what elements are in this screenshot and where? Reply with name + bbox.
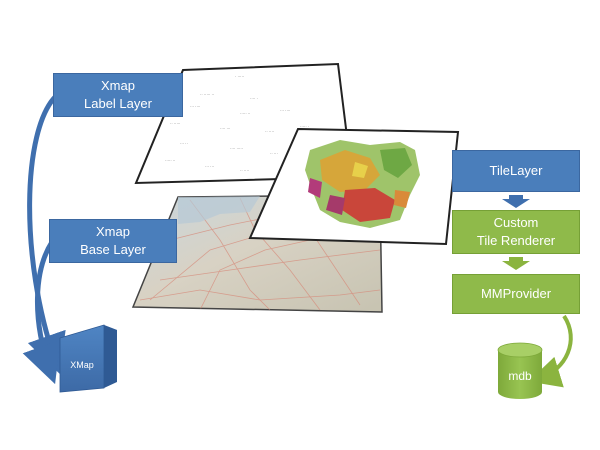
svg-text:·· ···: ·· ···	[270, 151, 278, 156]
custom-tile-renderer-box: Custom Tile Renderer	[452, 210, 580, 254]
renderer-line1: Custom	[493, 215, 539, 230]
mdb-cylinder: mdb	[497, 342, 543, 399]
cylinder-label: mdb	[508, 369, 532, 383]
mmprovider-label: MMProvider	[480, 286, 552, 301]
svg-text:··· ··: ··· ··	[180, 141, 188, 146]
svg-text:···· ·····: ···· ·····	[230, 146, 243, 151]
xmap-label-layer-box: Xmap Label Layer	[53, 73, 183, 117]
arrow-renderer-to-mmprovider	[502, 257, 530, 270]
svg-text:·· ·····: ·· ·····	[170, 121, 180, 126]
blue-connector-arrows	[22, 94, 66, 385]
xmap-label-layer-line1: Xmap	[101, 78, 135, 93]
xmap-label-layer-line2: Label Layer	[84, 96, 152, 111]
svg-text:·· ····: ·· ····	[265, 129, 274, 134]
arrow-tilelayer-to-renderer	[502, 195, 530, 208]
arrow-mmprovider-to-mdb	[528, 314, 573, 388]
mmprovider-box: MMProvider	[452, 274, 580, 314]
xmap-base-layer-box: Xmap Base Layer	[49, 219, 177, 263]
xmap-base-layer-line2: Base Layer	[80, 242, 146, 257]
green-connector-arrows	[502, 195, 573, 388]
cube-label: XMap	[70, 360, 94, 370]
arrow-base-to-cube	[22, 240, 61, 385]
svg-text:····· ··: ····· ··	[165, 158, 175, 163]
arrow-label-to-cube	[27, 94, 66, 375]
xmap-cube: XMap	[59, 324, 117, 393]
svg-text:···· ·: ···· ·	[250, 96, 258, 101]
tile-layer-sheet	[248, 127, 460, 246]
tilelayer-box: TileLayer	[452, 150, 580, 192]
svg-text:···· ···: ···· ···	[220, 126, 230, 131]
svg-text:·· ····: ·· ····	[240, 168, 249, 173]
renderer-line2: Tile Renderer	[476, 233, 556, 248]
svg-text:· ·····: · ·····	[235, 74, 244, 79]
svg-text:··· ····: ··· ····	[280, 108, 290, 113]
svg-text:····· ··: ····· ··	[240, 111, 250, 116]
svg-text:··· ····: ··· ····	[190, 104, 200, 109]
svg-text:····· ·: ····· ·	[300, 124, 309, 129]
tilelayer-label: TileLayer	[489, 163, 543, 178]
svg-text:·· ····· ··: ·· ····· ··	[200, 92, 214, 97]
xmap-base-layer-line1: Xmap	[96, 224, 130, 239]
svg-text:··· ···: ··· ···	[205, 164, 214, 169]
